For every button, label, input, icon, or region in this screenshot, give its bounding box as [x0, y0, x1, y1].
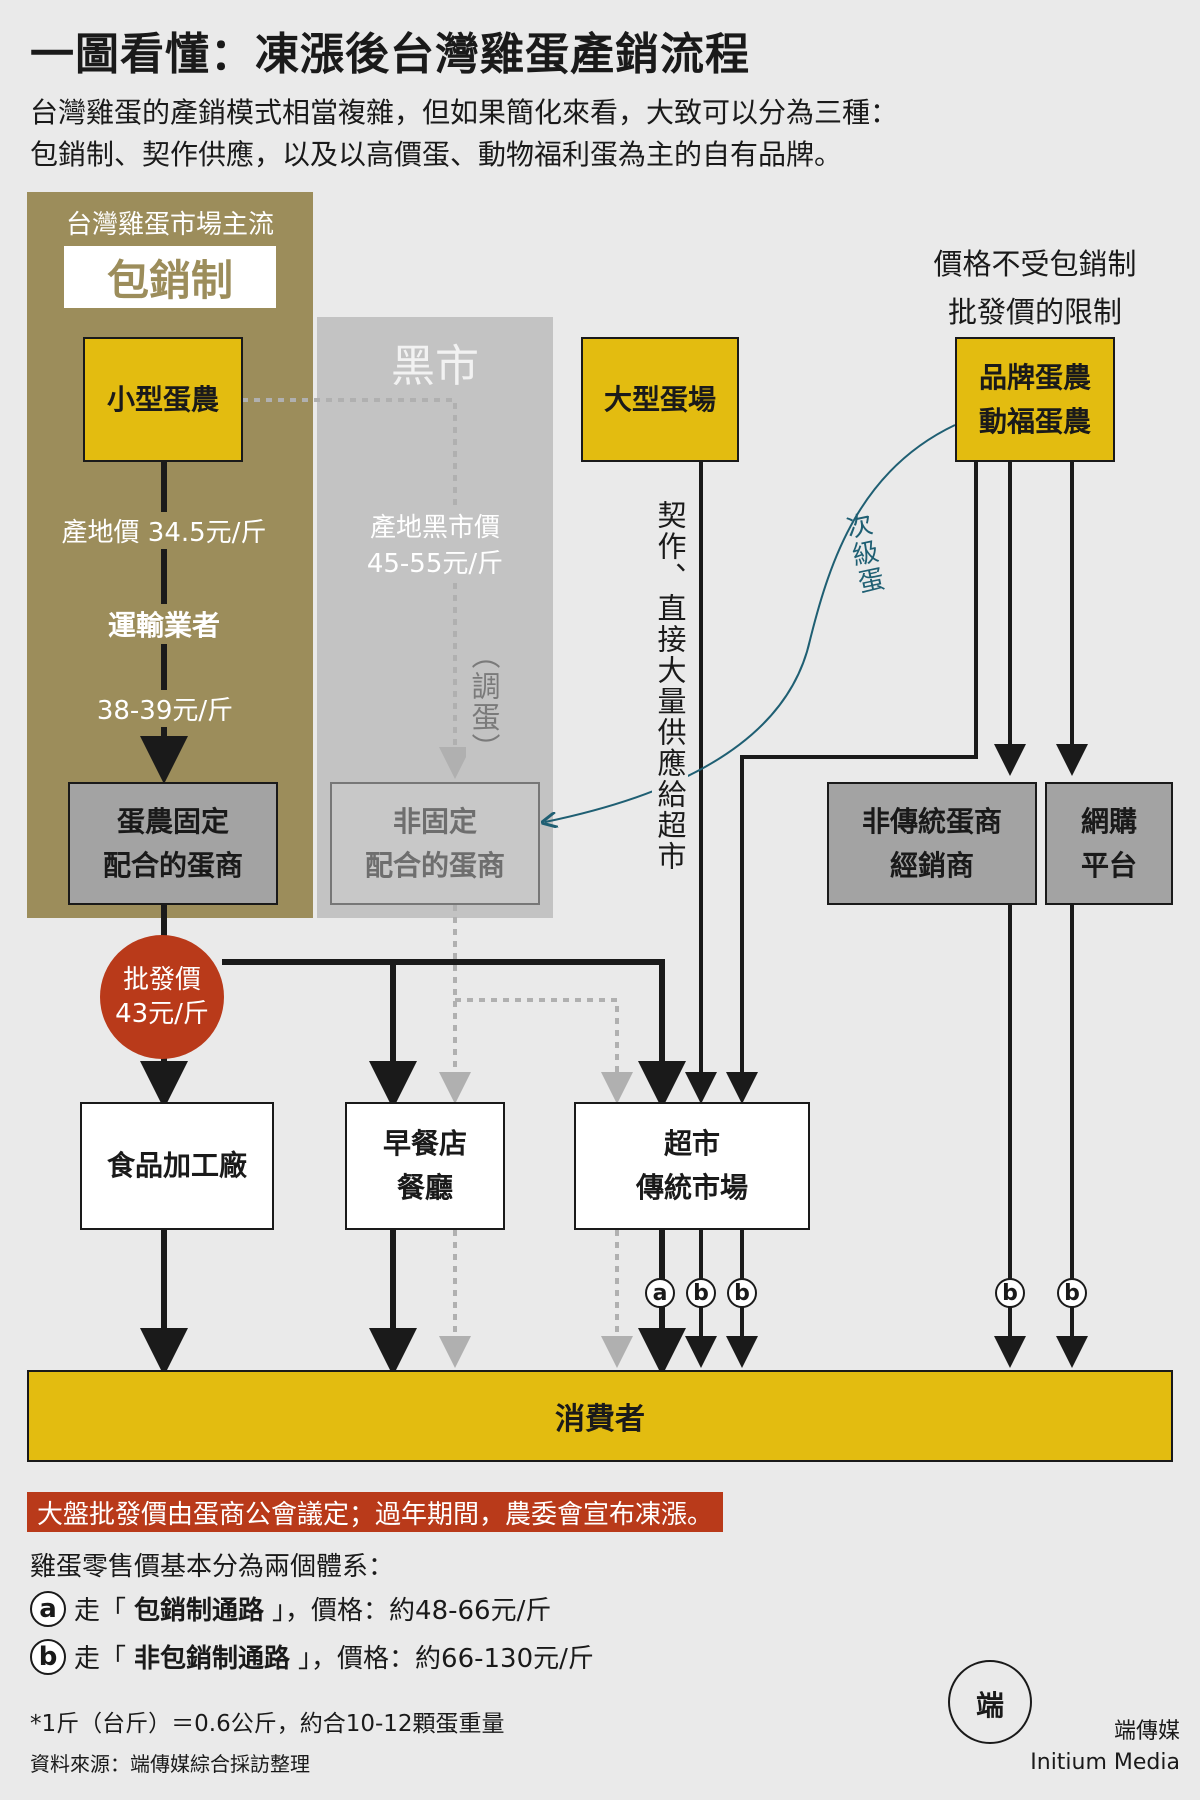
consumer-node: 消費者 [27, 1370, 1173, 1462]
black-price-line-2: 45-55元/斤 [366, 549, 504, 579]
brand-note-line-1: 價格不受包銷制 [933, 247, 1137, 281]
online-line-1: 網購 [1080, 804, 1137, 838]
brand-name-zh: 端傳媒 [1113, 1719, 1180, 1744]
logo-glyph: 端 [975, 1689, 1004, 1722]
online-platform-node: 網購 平台 [1045, 782, 1173, 905]
brand-farm-node: 品牌蛋農 動福蛋農 [955, 337, 1115, 462]
channel-b-bold: 非包銷制通路 [134, 1644, 291, 1674]
adjust-label: （調蛋） [466, 640, 502, 764]
channel-badge-a: a [645, 1278, 675, 1308]
channel-a-suffix: 」，價格：約48-66元/斤 [272, 1596, 552, 1626]
large-farm-node: 大型蛋場 [581, 337, 739, 462]
small-farm-node: 小型蛋農 [83, 337, 243, 462]
contract-label: 契作、直接大量供應給超市 [652, 500, 688, 920]
channel-badge-b: b [727, 1278, 757, 1308]
nontraditional-line-2: 經銷商 [889, 848, 974, 882]
intro-line-1: 台灣雞蛋的產銷模式相當複雜，但如果簡化來看，大致可以分為三種： [30, 96, 899, 129]
fixed-dealer-node: 蛋農固定 配合的蛋商 [68, 782, 278, 905]
channel-badge-b: b [995, 1278, 1025, 1308]
breakfast-line-2: 餐廳 [396, 1171, 453, 1204]
intro-line-2: 包銷制、契作供應，以及以高價蛋、動物福利蛋為主的自有品牌。 [30, 138, 843, 171]
channel-b-row: b 走「非包銷制通路」，價格：約66-130元/斤 [30, 1638, 594, 1675]
nontraditional-line-1: 非傳統蛋商 [861, 804, 1002, 838]
brand-farm-line-1: 品牌蛋農 [978, 360, 1091, 394]
transport-label: 運輸業者 [87, 604, 241, 644]
brand-name-en: Initium Media [1030, 1750, 1180, 1775]
black-price-line-1: 產地黑市價 [369, 513, 500, 543]
wholesale-price-circle: 批發價 43元/斤 [100, 935, 224, 1059]
channel-badge-b: b [1057, 1278, 1087, 1308]
legend-badge-a: a [30, 1590, 66, 1627]
initium-logo [948, 1660, 1032, 1744]
nonfixed-dealer-node: 非固定 配合的蛋商 [330, 782, 540, 905]
mainstream-caption: 台灣雞蛋市場主流 [65, 210, 274, 240]
black-price-label: 產地黑市價 45-55元/斤 [340, 510, 530, 582]
nonfixed-dealer-line-2: 配合的蛋商 [364, 848, 505, 882]
fixed-dealer-line-2: 配合的蛋商 [102, 848, 243, 882]
channel-b-prefix: 走「 [74, 1644, 127, 1674]
fixed-dealer-line-1: 蛋農固定 [116, 804, 229, 838]
supermarket-line-2: 傳統市場 [635, 1171, 748, 1204]
wholesale-line-1: 批發價 [122, 965, 201, 995]
intro-text: 台灣雞蛋的產銷模式相當複雜，但如果簡化來看，大致可以分為三種： 包銷制、契作供應… [30, 92, 898, 176]
retail-intro: 雞蛋零售價基本分為兩個體系： [30, 1552, 395, 1582]
nonfixed-dealer-line-1: 非固定 [392, 804, 477, 838]
brand-farm-line-2: 動福蛋農 [978, 404, 1091, 438]
supermarket-line-1: 超市 [663, 1127, 720, 1160]
online-line-2: 平台 [1080, 848, 1137, 882]
brand-note-line-2: 批發價的限制 [947, 295, 1122, 329]
breakfast-node: 早餐店 餐廳 [345, 1102, 505, 1230]
channel-a-prefix: 走「 [74, 1596, 127, 1626]
channel-a-row: a 走「包銷制通路」，價格：約48-66元/斤 [30, 1590, 551, 1627]
black-market-label: 黑市 [391, 341, 479, 392]
channel-a-bold: 包銷制通路 [134, 1596, 265, 1626]
source-note: 資料來源：端傳媒綜合採訪整理 [30, 1752, 310, 1776]
breakfast-line-1: 早餐店 [382, 1127, 467, 1160]
transport-price-label: 38-39元/斤 [80, 690, 250, 727]
food-factory-node: 食品加工廠 [80, 1102, 274, 1230]
supermarket-node: 超市 傳統市場 [574, 1102, 810, 1230]
price-policy-note: 大盤批發價由蛋商公會議定；過年期間，農委會宣布凍漲。 [27, 1492, 724, 1532]
channel-badge-b: b [686, 1278, 716, 1308]
legend-badge-b: b [30, 1638, 66, 1675]
nontraditional-node: 非傳統蛋商 經銷商 [827, 782, 1037, 905]
brand-note: 價格不受包銷制 批發價的限制 [900, 240, 1170, 336]
footnote: *1斤（台斤）＝0.6公斤，約合10-12顆蛋重量 [30, 1711, 505, 1737]
wholesale-line-2: 43元/斤 [115, 999, 209, 1029]
channel-b-suffix: 」，價格：約66-130元/斤 [298, 1644, 594, 1674]
mainstream-badge: 包銷制 [64, 246, 276, 308]
origin-price-label: 產地價 34.5元/斤 [37, 512, 291, 549]
page-title: 一圖看懂：凍漲後台灣雞蛋產銷流程 [30, 29, 750, 80]
